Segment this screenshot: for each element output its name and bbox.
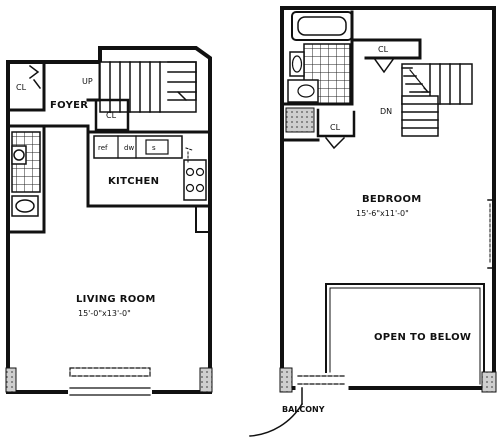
closet-left	[6, 60, 46, 112]
kitchen-wall	[86, 124, 212, 208]
closet-label-stair: CL	[106, 111, 117, 120]
stairs-lower	[99, 61, 197, 113]
closet-label-left: CL	[16, 83, 27, 92]
closet-upper	[350, 38, 422, 60]
balcony-label: BALCONY	[282, 405, 325, 414]
kitchen-label: KITCHEN	[108, 176, 159, 187]
lower-level-plan	[5, 46, 213, 396]
up-label: UP	[82, 77, 93, 86]
foyer-label: FOYER	[50, 100, 88, 111]
bath-upper	[280, 10, 354, 133]
living-room-label: LIVING ROOM	[76, 294, 156, 305]
bedroom-label: BEDROOM	[362, 194, 422, 205]
living-room-dims: 15'-0"x13'-0"	[78, 309, 131, 318]
closet-label-bedroom: CL	[330, 123, 341, 132]
ref-label: ref	[98, 144, 108, 152]
upper-level-plan	[249, 6, 497, 437]
bedroom-dims: 15'-6"x11'-0"	[356, 209, 409, 218]
open-to-below-edge	[325, 283, 485, 389]
closet-bedroom	[316, 108, 356, 138]
plan-labels: CL UP FOYER CL ref dw s KITCHEN LIVING R…	[16, 45, 471, 414]
dn-label: DN	[380, 107, 392, 116]
closet-label-upper: CL	[378, 45, 389, 54]
stairs-upper	[401, 63, 473, 137]
open-to-below-label: OPEN TO BELOW	[374, 332, 471, 343]
sink-label: s	[152, 144, 156, 152]
lower-outer-wall	[6, 46, 212, 394]
dw-label: dw	[124, 144, 134, 152]
closet-stair	[94, 98, 130, 132]
